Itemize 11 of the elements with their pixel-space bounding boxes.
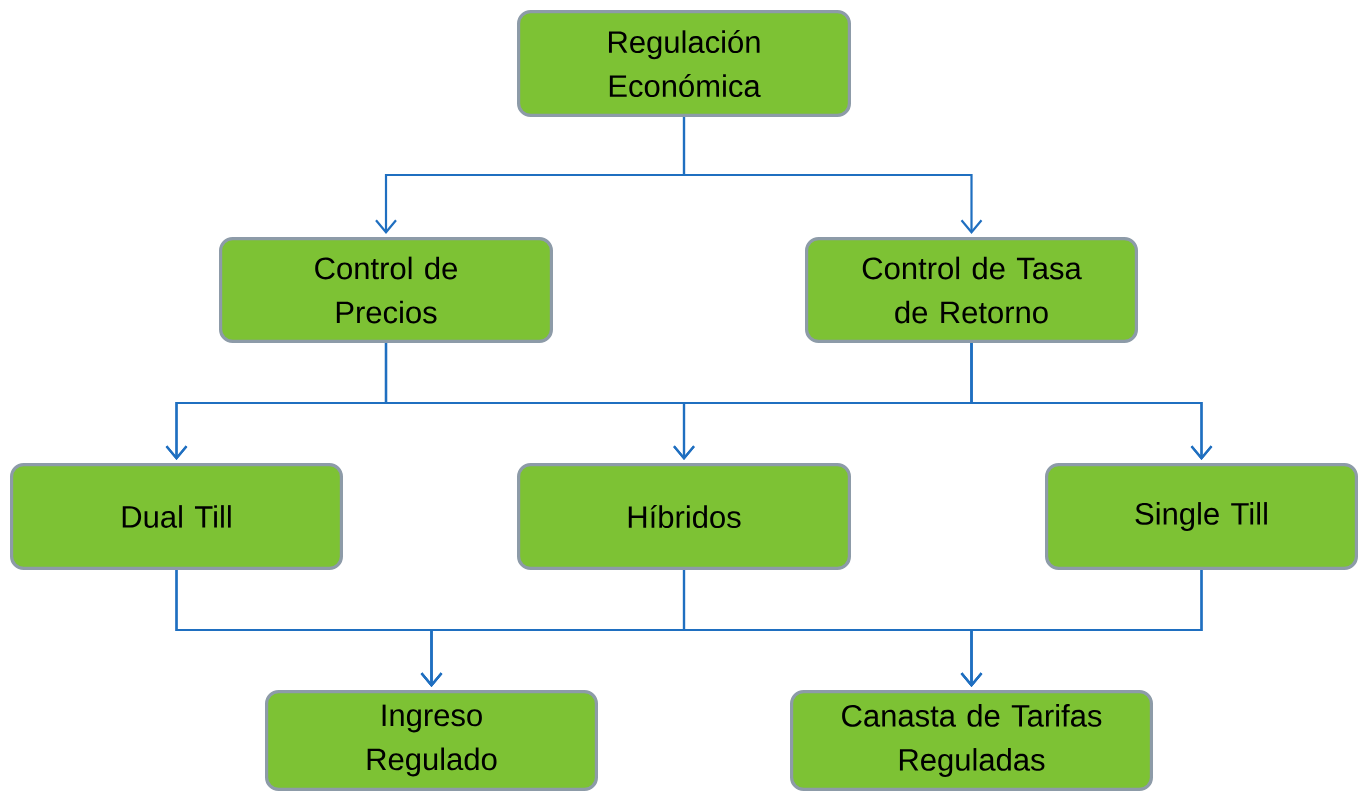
process-box: Control de Precios [219, 237, 553, 343]
process-box: Híbridos [517, 463, 851, 570]
process-box: Dual Till [10, 463, 343, 570]
process-box: Canasta de Tarifas Reguladas [790, 690, 1153, 791]
process-box: Ingreso Regulado [265, 690, 598, 791]
process-box: Single Till [1045, 463, 1358, 570]
connector-arrow [960, 570, 1203, 687]
process-box: Regulación Económica [517, 10, 851, 117]
connector-arrow [970, 343, 1213, 460]
process-box: Control de Tasa de Retorno [805, 237, 1138, 343]
connector-arrow [682, 117, 983, 234]
